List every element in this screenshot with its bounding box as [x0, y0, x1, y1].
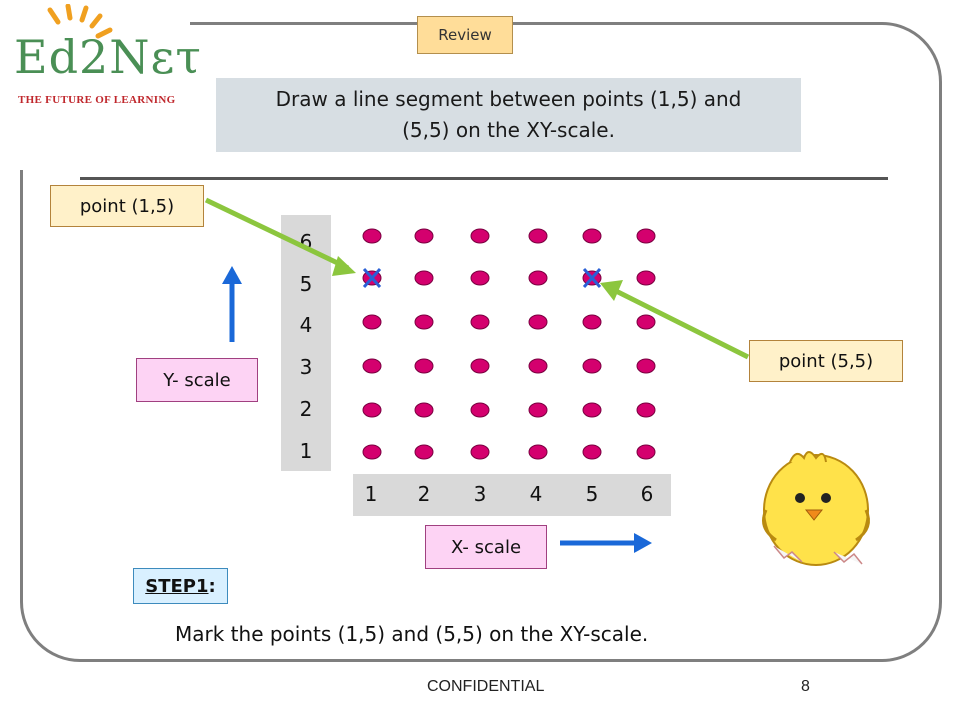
grid-dot [470, 402, 490, 418]
question-line-2: (5,5) on the XY-scale. [402, 118, 615, 142]
grid-dot [414, 228, 434, 244]
grid-dot [636, 402, 656, 418]
step-instruction: Mark the points (1,5) and (5,5) on the X… [175, 622, 649, 646]
grid-dot [528, 270, 548, 286]
ed2net-logo: Ed2Nετ THE FUTURE OF LEARNING [6, 4, 201, 108]
arrow-head-left [332, 256, 356, 276]
grid-dot [414, 402, 434, 418]
grid-dot [582, 402, 602, 418]
callout-point-1-5: point (1,5) [50, 185, 204, 227]
y-tick-label: 1 [299, 439, 313, 463]
x-tick-label: 1 [364, 482, 378, 506]
grid-dot [528, 402, 548, 418]
grid-dot [414, 358, 434, 374]
x-scale-label: X- scale [425, 525, 547, 569]
step-suffix: : [208, 575, 216, 597]
grid-dot [636, 228, 656, 244]
y-tick-label: 4 [299, 313, 313, 337]
grid-dot [636, 270, 656, 286]
grid-dot [582, 228, 602, 244]
y-tick-label: 2 [299, 397, 313, 421]
logo-tagline: THE FUTURE OF LEARNING [18, 94, 176, 106]
x-axis-scale: 1 2 3 4 5 6 [353, 474, 671, 516]
logo-wordmark: Ed2Nετ [14, 30, 202, 84]
divider-line [80, 177, 888, 180]
grid-dot [414, 444, 434, 460]
arrow-head-right [600, 280, 623, 301]
question-line-1: Draw a line segment between points (1,5)… [275, 87, 742, 111]
x-arrow-head [634, 533, 652, 553]
grid-dot [582, 314, 602, 330]
grid-dot [362, 444, 382, 460]
grid-dot [470, 270, 490, 286]
logo-backdrop [0, 0, 190, 170]
grid-dot [470, 314, 490, 330]
grid-dot [636, 444, 656, 460]
x-tick-label: 5 [585, 482, 599, 506]
grid-dot [362, 228, 382, 244]
question-box: Draw a line segment between points (1,5)… [216, 78, 801, 152]
grid-dot [470, 444, 490, 460]
x-tick-label: 3 [473, 482, 487, 506]
arrow-to-point-1-5 [204, 197, 350, 271]
footer-confidential: CONFIDENTIAL [427, 678, 545, 695]
point-mark-x [582, 268, 602, 288]
arrow-to-point-5-5 [610, 286, 750, 360]
grid-dot [414, 270, 434, 286]
grid-dot [362, 314, 382, 330]
chick-illustration [762, 451, 870, 566]
page-number: 8 [801, 678, 810, 695]
step-label: STEP1 [145, 575, 209, 597]
grid-dot [528, 228, 548, 244]
y-scale-label: Y- scale [136, 358, 258, 402]
point-mark-x [362, 268, 382, 288]
grid-dot [362, 402, 382, 418]
grid-dot [414, 314, 434, 330]
grid-dot [582, 358, 602, 374]
grid-dot [636, 358, 656, 374]
sun-rays-icon [47, 4, 113, 39]
grid-dot [470, 358, 490, 374]
grid-dot [528, 358, 548, 374]
step-badge: STEP1: [133, 568, 228, 604]
grid-dot [470, 228, 490, 244]
y-arrow-head [222, 266, 242, 284]
grid-dot [636, 314, 656, 330]
review-badge: Review [417, 16, 513, 54]
grid-dot [362, 358, 382, 374]
y-tick-label: 5 [299, 272, 313, 296]
grid-dot [528, 314, 548, 330]
grid-dot [528, 444, 548, 460]
x-tick-label: 6 [640, 482, 654, 506]
grid-dot [582, 444, 602, 460]
callout-point-5-5: point (5,5) [749, 340, 903, 382]
y-tick-label: 3 [299, 355, 313, 379]
x-tick-label: 4 [529, 482, 543, 506]
x-tick-label: 2 [417, 482, 431, 506]
